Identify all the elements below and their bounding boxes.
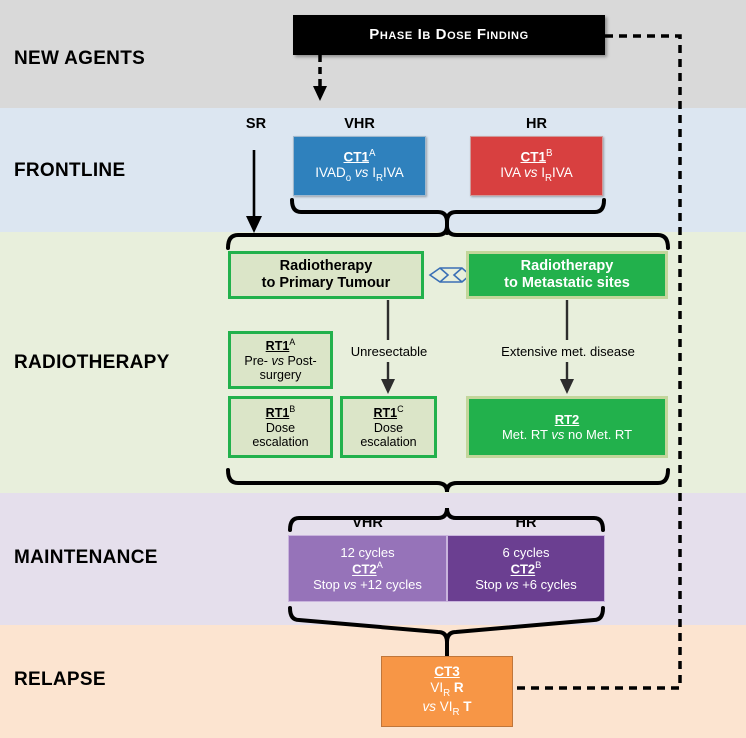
trial-box-ct2b[interactable]: 6 cycles CT2B Stop vs +6 cycles [447,535,605,602]
ct1b-title: CT1B [520,147,553,165]
frontline-hr-label: HR [526,116,547,132]
trial-box-rt1a[interactable]: RT1A Pre- vs Post- surgery [228,331,333,389]
rt1a-title: RT1A [265,336,296,353]
rt1c-line2: Dose [373,420,404,435]
rt-mets-line2: to Metastatic sites [504,275,630,291]
ct2a-title: CT2A [352,560,383,577]
rt1a-arms-2: surgery [259,368,302,383]
rt-primary-line2: to Primary Tumour [261,275,391,291]
rt2-title: RT2 [554,411,580,427]
frontline-vhr-label: VHR [344,116,375,132]
ct1b-arms: IVA vs IRIVA [500,165,573,184]
rt1b-title: RT1B [265,403,296,420]
sr-label: SR [245,116,267,132]
rt-primary-line1: Radiotherapy [279,257,373,274]
unresectable-label: Unresectable [350,344,428,359]
ct3-title: CT3 [434,664,460,680]
phase-ib-label: Phase Ib Dose Finding [369,26,529,44]
band-label-relapse: RELAPSE [14,669,106,690]
ct3-arm-2: vs VIR T [422,699,472,719]
radiotherapy-metastatic-sites-box[interactable]: Radiotherapy to Metastatic sites [466,251,668,299]
phase-ib-dose-finding-box[interactable]: Phase Ib Dose Finding [293,15,605,55]
rt-mets-line1: Radiotherapy [520,257,614,274]
rt1b-line3: escalation [252,435,309,450]
trial-box-ct1a[interactable]: CT1A IVADo vs IRIVA [293,136,426,196]
ct1a-arms: IVADo vs IRIVA [315,165,404,184]
band-label-maintenance: MAINTENANCE [14,547,158,568]
maintenance-vhr-label: VHR [352,515,383,531]
band-label-radiotherapy: RADIOTHERAPY [14,352,170,373]
rt1c-title: RT1C [373,403,404,420]
ct2a-cycles: 12 cycles [340,544,395,560]
trial-box-rt1c[interactable]: RT1C Dose escalation [340,396,437,458]
rt1c-line3: escalation [360,435,417,450]
maintenance-hr-label: HR [515,515,537,531]
rt2-arms: Met. RT vs no Met. RT [501,427,633,442]
ct2b-cycles: 6 cycles [502,544,550,560]
ct3-arm-1: VIR R [430,680,464,699]
extensive-disease-label: Extensive met. disease [501,344,635,359]
trial-box-rt1b[interactable]: RT1B Dose escalation [228,396,333,458]
band-label-frontline: FRONTLINE [14,160,126,181]
ct2b-title: CT2B [510,560,542,577]
trial-box-ct1b[interactable]: CT1B IVA vs IRIVA [470,136,603,196]
rt1b-line2: Dose [265,420,296,435]
trial-box-rt2[interactable]: RT2 Met. RT vs no Met. RT [466,396,668,458]
ct2a-arms: Stop vs +12 cycles [313,576,422,592]
rt1a-arms: Pre- vs Post- [244,353,317,368]
trial-box-ct3[interactable]: CT3 VIR R vs VIR T [381,656,513,727]
radiotherapy-primary-tumour-box[interactable]: Radiotherapy to Primary Tumour [228,251,424,299]
ct1a-title: CT1A [343,147,376,165]
trial-box-ct2a[interactable]: 12 cycles CT2A Stop vs +12 cycles [288,535,447,602]
band-relapse [0,625,746,738]
band-label-new-agents: NEW AGENTS [14,48,146,69]
ct2b-arms: Stop vs +6 cycles [475,576,577,592]
